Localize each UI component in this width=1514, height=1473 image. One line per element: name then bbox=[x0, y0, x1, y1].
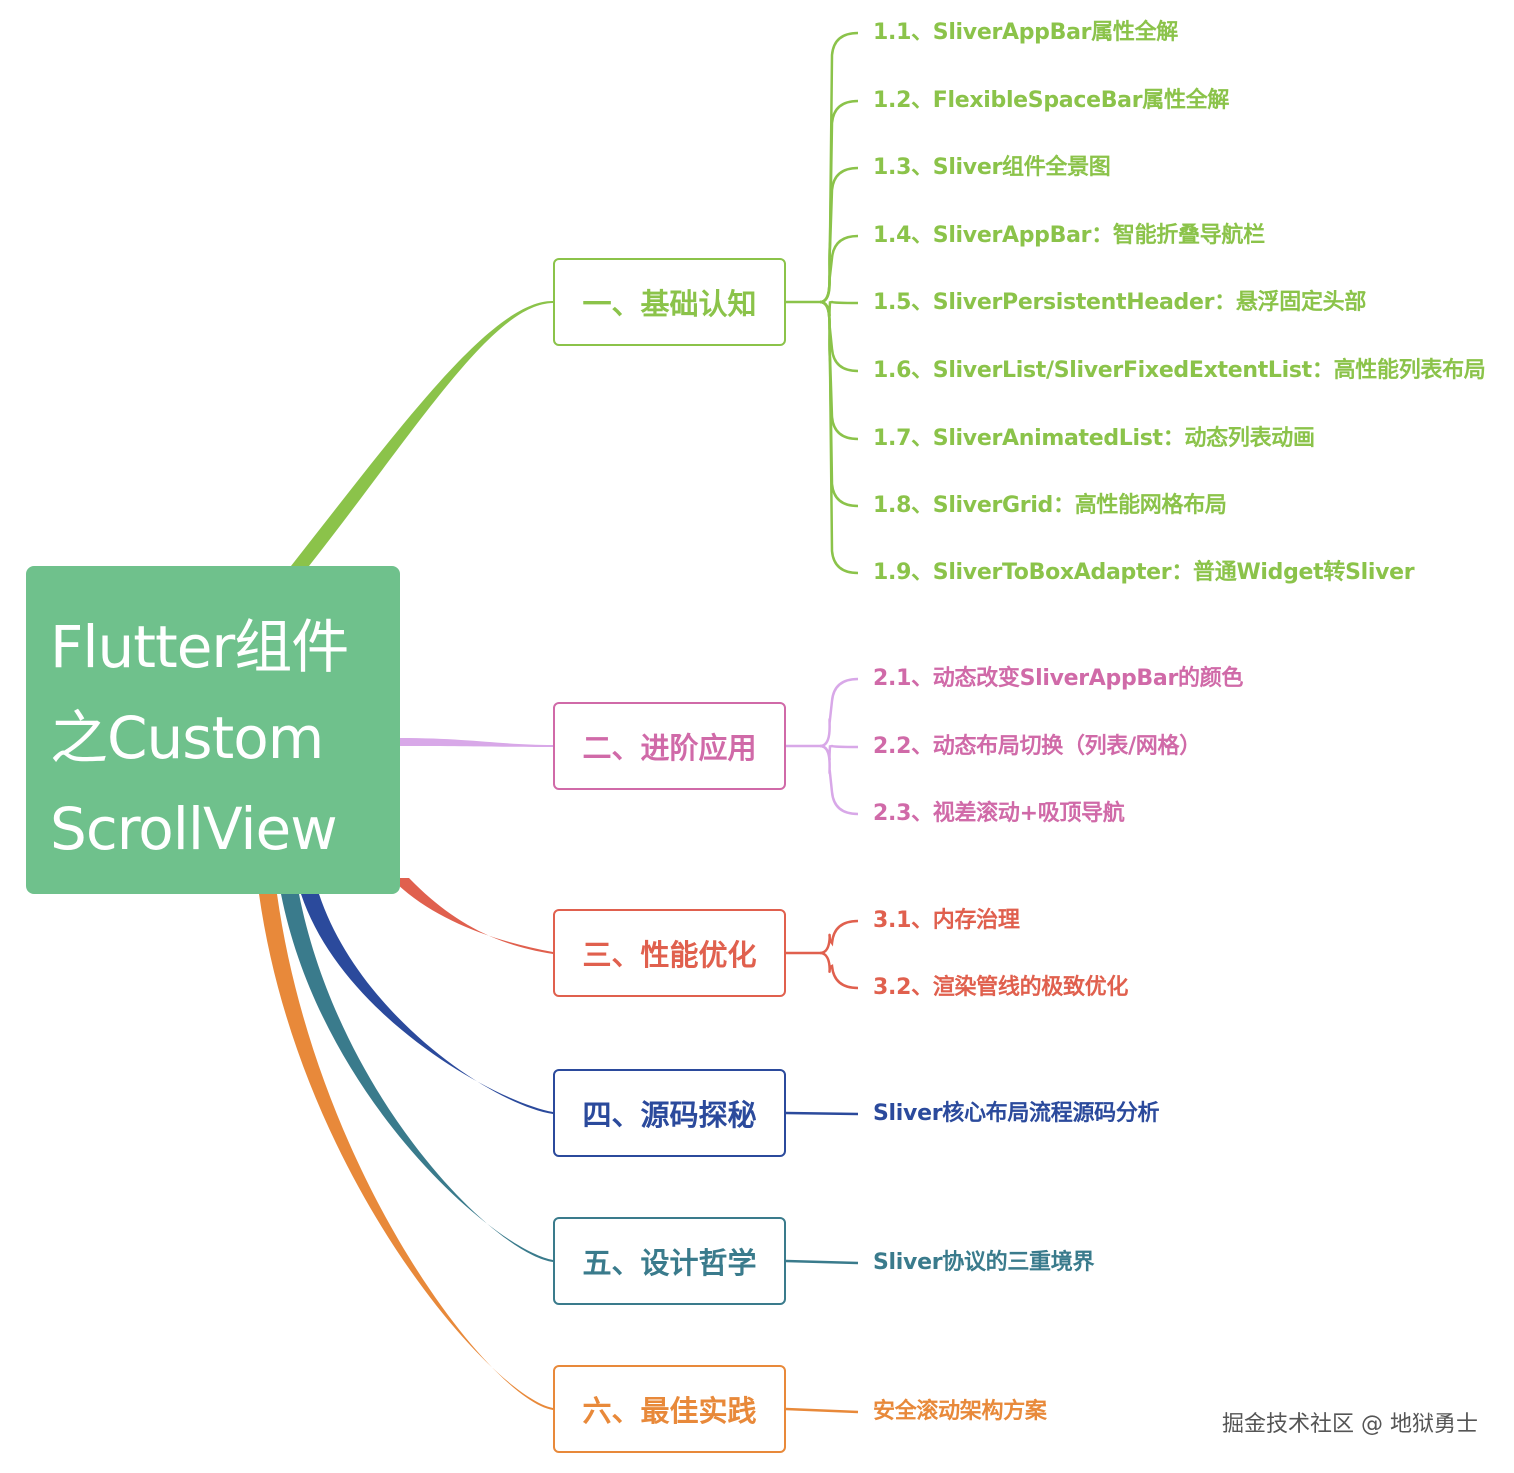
leaf-node-advanced-2: 2.2、动态布局切换（列表/网格） bbox=[873, 734, 1201, 759]
branch-node-basics: 一、基础认知 bbox=[553, 258, 786, 346]
leaf-node-basics-5: 1.5、SliverPersistentHeader：悬浮固定头部 bbox=[873, 290, 1367, 315]
root-connector-practice bbox=[259, 894, 553, 1410]
leaf-node-basics-3: 1.3、Sliver组件全景图 bbox=[873, 155, 1111, 180]
leaf-node-basics-6: 1.6、SliverList/SliverFixedExtentList：高性能… bbox=[873, 358, 1486, 383]
leaf-node-basics-4: 1.4、SliverAppBar：智能折叠导航栏 bbox=[873, 223, 1265, 248]
leaf-connector bbox=[785, 1259, 859, 1265]
leaf-node-basics-1: 1.1、SliverAppBar属性全解 bbox=[873, 20, 1178, 45]
watermark: 掘金技术社区 @ 地狱勇士 bbox=[1222, 1412, 1478, 1437]
leaf-node-practice-1: 安全滚动架构方案 bbox=[873, 1399, 1047, 1424]
branch-node-advanced: 二、进阶应用 bbox=[553, 702, 786, 790]
leaf-connector bbox=[819, 951, 859, 990]
branch-node-source: 四、源码探秘 bbox=[553, 1069, 786, 1157]
leaf-node-basics-9: 1.9、SliverToBoxAdapter：普通Widget转Sliver bbox=[873, 560, 1415, 585]
root-line-2: 之Custom bbox=[50, 704, 324, 772]
leaf-connector bbox=[819, 744, 859, 816]
leaf-connector bbox=[819, 300, 859, 575]
branch-node-design: 五、设计哲学 bbox=[553, 1217, 786, 1305]
leaf-node-basics-2: 1.2、FlexibleSpaceBar属性全解 bbox=[873, 88, 1230, 113]
leaf-node-source-1: Sliver核心布局流程源码分析 bbox=[873, 1101, 1160, 1126]
root-line-1: Flutter组件 bbox=[50, 613, 349, 681]
leaf-connector bbox=[785, 1111, 859, 1116]
leaf-node-advanced-3: 2.3、视差滚动+吸顶导航 bbox=[873, 801, 1125, 826]
root-connector-performance bbox=[391, 878, 553, 954]
root-connector-basics bbox=[291, 300, 553, 566]
leaf-node-basics-8: 1.8、SliverGrid：高性能网格布局 bbox=[873, 493, 1227, 518]
leaf-node-advanced-1: 2.1、动态改变SliverAppBar的颜色 bbox=[873, 666, 1244, 691]
leaf-connector bbox=[785, 1407, 859, 1414]
leaf-connector bbox=[819, 234, 859, 304]
root-line-3: ScrollView bbox=[50, 795, 338, 863]
leaf-connector bbox=[819, 300, 859, 373]
leaf-node-performance-1: 3.1、内存治理 bbox=[873, 908, 1020, 933]
leaf-connector bbox=[819, 99, 859, 304]
leaf-node-performance-2: 3.2、渲染管线的极致优化 bbox=[873, 975, 1129, 1000]
leaf-connector bbox=[819, 919, 859, 955]
root-connector-source bbox=[301, 894, 553, 1114]
branch-node-performance: 三、性能优化 bbox=[553, 909, 786, 997]
leaf-node-design-1: Sliver协议的三重境界 bbox=[873, 1250, 1095, 1275]
leaf-node-basics-7: 1.7、SliverAnimatedList：动态列表动画 bbox=[873, 426, 1315, 451]
leaf-connector bbox=[819, 166, 859, 304]
leaf-connector bbox=[819, 677, 859, 748]
branch-node-practice: 六、最佳实践 bbox=[553, 1365, 786, 1453]
root-node: Flutter组件 之Custom ScrollView bbox=[26, 566, 400, 894]
leaf-connector bbox=[819, 300, 859, 508]
root-connector-advanced bbox=[400, 738, 553, 747]
